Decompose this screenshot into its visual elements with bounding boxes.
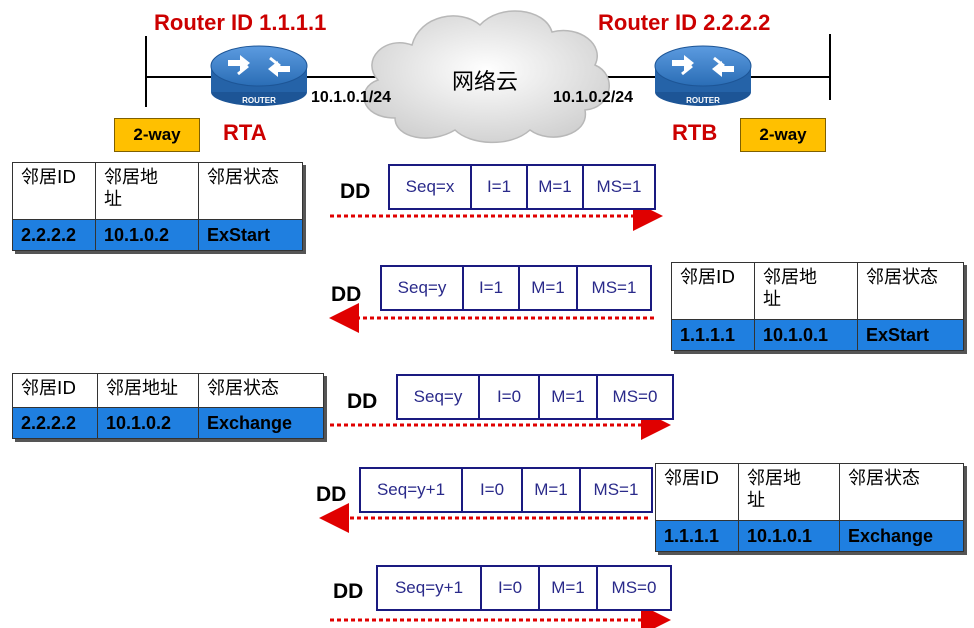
header-neighbor-address: 邻居地址 xyxy=(97,373,199,408)
router-rta-icon-label: ROUTER xyxy=(242,96,276,105)
neighbor-table-1: 邻居ID 邻居地 址 邻居状态 2.2.2.2 10.1.0.2 ExStart xyxy=(12,162,303,251)
dd-packet-2: Seq=y I=1 M=1 MS=1 xyxy=(380,265,652,311)
header-neighbor-state: 邻居状态 xyxy=(198,162,303,220)
packet-m-bit: M=1 xyxy=(526,164,584,210)
header-neighbor-id: 邻居ID xyxy=(655,463,739,521)
packet-seq: Seq=y xyxy=(380,265,464,311)
dd-packet-4: Seq=y+1 I=0 M=1 MS=1 xyxy=(359,467,653,513)
neighbor-address-value: 10.1.0.2 xyxy=(95,219,199,251)
neighbor-id-value: 2.2.2.2 xyxy=(12,219,96,251)
neighbor-id-value: 2.2.2.2 xyxy=(12,407,98,439)
packet-i-bit: I=1 xyxy=(470,164,528,210)
header-neighbor-state: 邻居状态 xyxy=(839,463,964,521)
packet-ms-bit: MS=1 xyxy=(579,467,653,513)
neighbor-state-value: ExStart xyxy=(198,219,303,251)
packet-m-bit: M=1 xyxy=(538,565,598,611)
router-rtb-icon-label: ROUTER xyxy=(686,96,720,105)
dd-label-5: DD xyxy=(333,580,364,603)
network-cloud xyxy=(363,10,610,144)
dd-label-4: DD xyxy=(316,483,347,506)
neighbor-id-value: 1.1.1.1 xyxy=(655,520,739,552)
router-rtb-icon xyxy=(654,45,752,106)
header-neighbor-address: 邻居地 址 xyxy=(95,162,199,220)
header-neighbor-state: 邻居状态 xyxy=(857,262,964,320)
router-rta-icon xyxy=(210,45,308,106)
packet-m-bit: M=1 xyxy=(521,467,581,513)
packet-ms-bit: MS=0 xyxy=(596,374,674,420)
dd-label-1: DD xyxy=(340,180,371,203)
dd-label-2: DD xyxy=(331,283,362,306)
neighbor-address-value: 10.1.0.2 xyxy=(97,407,199,439)
header-neighbor-state: 邻居状态 xyxy=(198,373,324,408)
packet-ms-bit: MS=1 xyxy=(576,265,652,311)
neighbor-id-value: 1.1.1.1 xyxy=(671,319,755,351)
cloud-label: 网络云 xyxy=(452,70,519,95)
packet-seq: Seq=x xyxy=(388,164,472,210)
header-neighbor-id: 邻居ID xyxy=(12,162,96,220)
header-neighbor-id: 邻居ID xyxy=(671,262,755,320)
rta-router-id: Router ID 1.1.1.1 xyxy=(154,10,327,35)
packet-i-bit: I=1 xyxy=(462,265,520,311)
packet-i-bit: I=0 xyxy=(478,374,540,420)
neighbor-state-value: ExStart xyxy=(857,319,964,351)
dd-packet-3: Seq=y I=0 M=1 MS=0 xyxy=(396,374,674,420)
header-neighbor-address: 邻居地 址 xyxy=(738,463,840,521)
packet-m-bit: M=1 xyxy=(518,265,578,311)
rtb-state-badge: 2-way xyxy=(740,118,826,152)
packet-ms-bit: MS=1 xyxy=(582,164,656,210)
neighbor-address-value: 10.1.0.1 xyxy=(738,520,840,552)
rtb-router-id: Router ID 2.2.2.2 xyxy=(598,10,771,35)
neighbor-table-4: 邻居ID 邻居地 址 邻居状态 1.1.1.1 10.1.0.1 Exchang… xyxy=(655,463,964,552)
packet-seq: Seq=y+1 xyxy=(376,565,482,611)
header-neighbor-address: 邻居地 址 xyxy=(754,262,858,320)
neighbor-address-value: 10.1.0.1 xyxy=(754,319,858,351)
rta-ip: 10.1.0.1/24 xyxy=(311,89,392,106)
packet-ms-bit: MS=0 xyxy=(596,565,672,611)
packet-seq: Seq=y+1 xyxy=(359,467,463,513)
packet-m-bit: M=1 xyxy=(538,374,598,420)
packet-seq: Seq=y xyxy=(396,374,480,420)
rtb-name: RTB xyxy=(672,120,718,145)
header-neighbor-id: 邻居ID xyxy=(12,373,98,408)
neighbor-table-3: 邻居ID 邻居地址 邻居状态 2.2.2.2 10.1.0.2 Exchange xyxy=(12,373,324,439)
rta-state-badge: 2-way xyxy=(114,118,200,152)
neighbor-table-2: 邻居ID 邻居地 址 邻居状态 1.1.1.1 10.1.0.1 ExStart xyxy=(671,262,964,351)
dd-packet-1: Seq=x I=1 M=1 MS=1 xyxy=(388,164,656,210)
rtb-ip: 10.1.0.2/24 xyxy=(553,89,634,106)
neighbor-state-value: Exchange xyxy=(839,520,964,552)
packet-i-bit: I=0 xyxy=(461,467,523,513)
dd-label-3: DD xyxy=(347,390,378,413)
rta-name: RTA xyxy=(223,120,267,145)
dd-packet-5: Seq=y+1 I=0 M=1 MS=0 xyxy=(376,565,672,611)
neighbor-state-value: Exchange xyxy=(198,407,324,439)
packet-i-bit: I=0 xyxy=(480,565,540,611)
